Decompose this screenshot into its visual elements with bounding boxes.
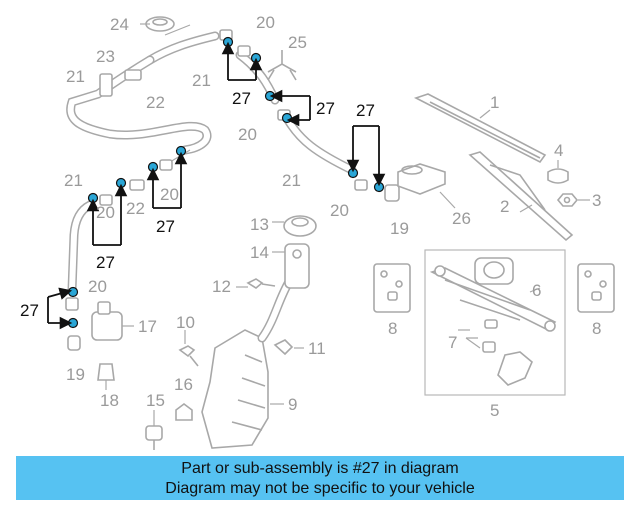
label-21-mid: 21 [192,71,211,90]
clip-27-12 [67,317,79,329]
label-17: 17 [138,317,157,336]
nut-3 [556,193,590,207]
label-21-right: 21 [282,171,301,190]
washer-nozzle-26 [397,163,456,209]
label-2: 2 [500,197,509,216]
label-3: 3 [592,191,601,210]
clip-27-1 [222,36,234,48]
sensor-15 [145,410,163,450]
parts-diagram: 24 20 25 23 21 22 21 20 1 4 3 2 21 20 26… [20,13,615,450]
washer-reservoir-9 [201,275,295,449]
label-27-e: 27 [96,253,115,272]
filler-neck-14 [272,243,310,289]
connector-20-left [65,297,79,311]
label-13: 13 [250,215,269,234]
label-19-left: 19 [66,365,85,384]
clip-27-9 [147,161,159,173]
callout-27-leaders [47,41,386,330]
clip-27-8 [115,177,127,189]
connector-20-right [354,179,368,191]
label-21-low: 21 [64,171,83,190]
clip-27-6 [373,181,385,193]
label-27-d: 27 [156,217,175,236]
clip-27-10 [175,145,187,157]
connector-23 [99,73,113,97]
label-1: 1 [490,93,499,112]
connector-20-low1 [99,194,113,206]
grommet-16 [175,403,193,421]
label-20-low2: 20 [160,185,179,204]
grommet-18 [97,363,115,390]
label-22-low: 22 [126,199,145,218]
label-4: 4 [554,141,563,160]
clip-27-4 [281,112,293,124]
label-27-a: 27 [232,89,251,108]
clip-27-5 [347,167,359,179]
connector-20-low2 [159,159,173,171]
label-27-b: 27 [316,99,335,118]
label-26: 26 [452,209,471,228]
label-7: 7 [448,333,457,352]
label-14: 14 [250,243,269,262]
label-9: 9 [288,395,297,414]
grommet-24 [140,16,175,32]
label-5: 5 [490,401,499,420]
caption-line-2: Diagram may not be specific to your vehi… [165,480,475,497]
washer-pump-17 [91,301,134,341]
mount-bracket-8-right [577,263,615,313]
label-24: 24 [110,15,129,34]
label-27-c: 27 [356,101,375,120]
connector-19-left [67,335,81,351]
bolt-12 [236,278,276,289]
grommet-11 [273,339,304,356]
label-10: 10 [176,313,195,332]
label-20-right: 20 [330,201,349,220]
label-25: 25 [288,33,307,52]
clip-27-7 [87,192,99,204]
motor-linkage-assembly-5 [424,249,566,396]
label-20-left: 20 [88,277,107,296]
wiper-arm-2 [468,151,574,242]
filler-cap-13 [272,215,317,237]
label-20-mid: 20 [238,125,257,144]
connector-22-low [129,179,145,191]
connector-19-right [384,184,400,202]
bolt-10 [178,330,199,367]
label-15: 15 [146,391,165,410]
label-16: 16 [174,375,193,394]
label-27-f: 27 [20,301,39,320]
label-8-right: 8 [592,319,601,338]
caption-bar: Part or sub-assembly is #27 in diagram D… [16,456,624,500]
label-11: 11 [308,339,326,358]
label-20-low1: 20 [96,203,115,222]
caption-line-1: Part or sub-assembly is #27 in diagram [181,460,459,477]
clip-27-2 [250,52,262,64]
y-connector-25 [267,50,297,81]
label-18: 18 [100,391,119,410]
label-6: 6 [532,281,541,300]
clip-27-11 [67,286,79,298]
label-21-left: 21 [66,67,85,86]
label-20-top: 20 [256,13,275,32]
t-connector-22 [124,69,142,81]
mount-bracket-8-left [373,263,411,313]
label-19-right: 19 [390,219,409,238]
wiper-cap-4 [547,160,569,184]
label-12: 12 [212,277,231,296]
clip-27-3 [264,90,276,102]
label-23: 23 [96,47,115,66]
label-22-top: 22 [146,93,165,112]
wiper-blade-1 [413,93,547,164]
connector-20-top [237,45,251,57]
label-8-left: 8 [388,319,397,338]
